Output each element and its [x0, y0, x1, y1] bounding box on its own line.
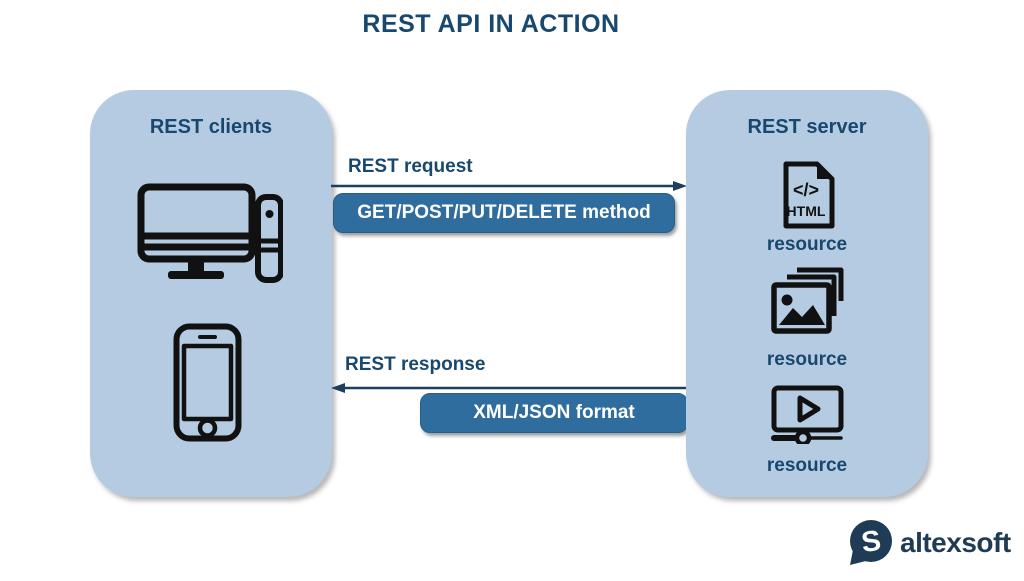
smartphone-icon: [173, 323, 242, 442]
response-label: REST response: [345, 354, 486, 375]
request-arrow-icon: [331, 181, 687, 191]
resource-label: resource: [766, 455, 848, 476]
clients-panel-title: REST clients: [149, 116, 273, 138]
response-arrow-icon: [331, 383, 687, 393]
svg-text:HTML: HTML: [787, 203, 826, 219]
server-panel-title: REST server: [747, 116, 867, 138]
response-format-badge: XML/JSON format: [420, 393, 688, 433]
altexsoft-logo-text: altexsoft: [900, 527, 1011, 558]
html-file-icon: </> HTML: [783, 161, 835, 229]
altexsoft-logo-icon: S: [850, 520, 892, 565]
svg-text:S: S: [859, 525, 883, 559]
altexsoft-logo: S altexsoft: [847, 519, 1011, 567]
request-label: REST request: [348, 156, 473, 177]
clients-panel: REST clients: [90, 90, 332, 497]
image-gallery-icon: [771, 267, 844, 334]
video-player-icon: [771, 385, 844, 444]
server-panel: REST server </> HTML resource resource: [686, 90, 928, 497]
page-title: REST API IN ACTION: [362, 10, 620, 38]
request-method-badge: GET/POST/PUT/DELETE method: [333, 193, 675, 233]
resource-label: resource: [766, 234, 848, 255]
desktop-computer-icon: [137, 183, 283, 283]
resource-label: resource: [766, 349, 848, 370]
svg-text:</>: </>: [793, 180, 819, 200]
